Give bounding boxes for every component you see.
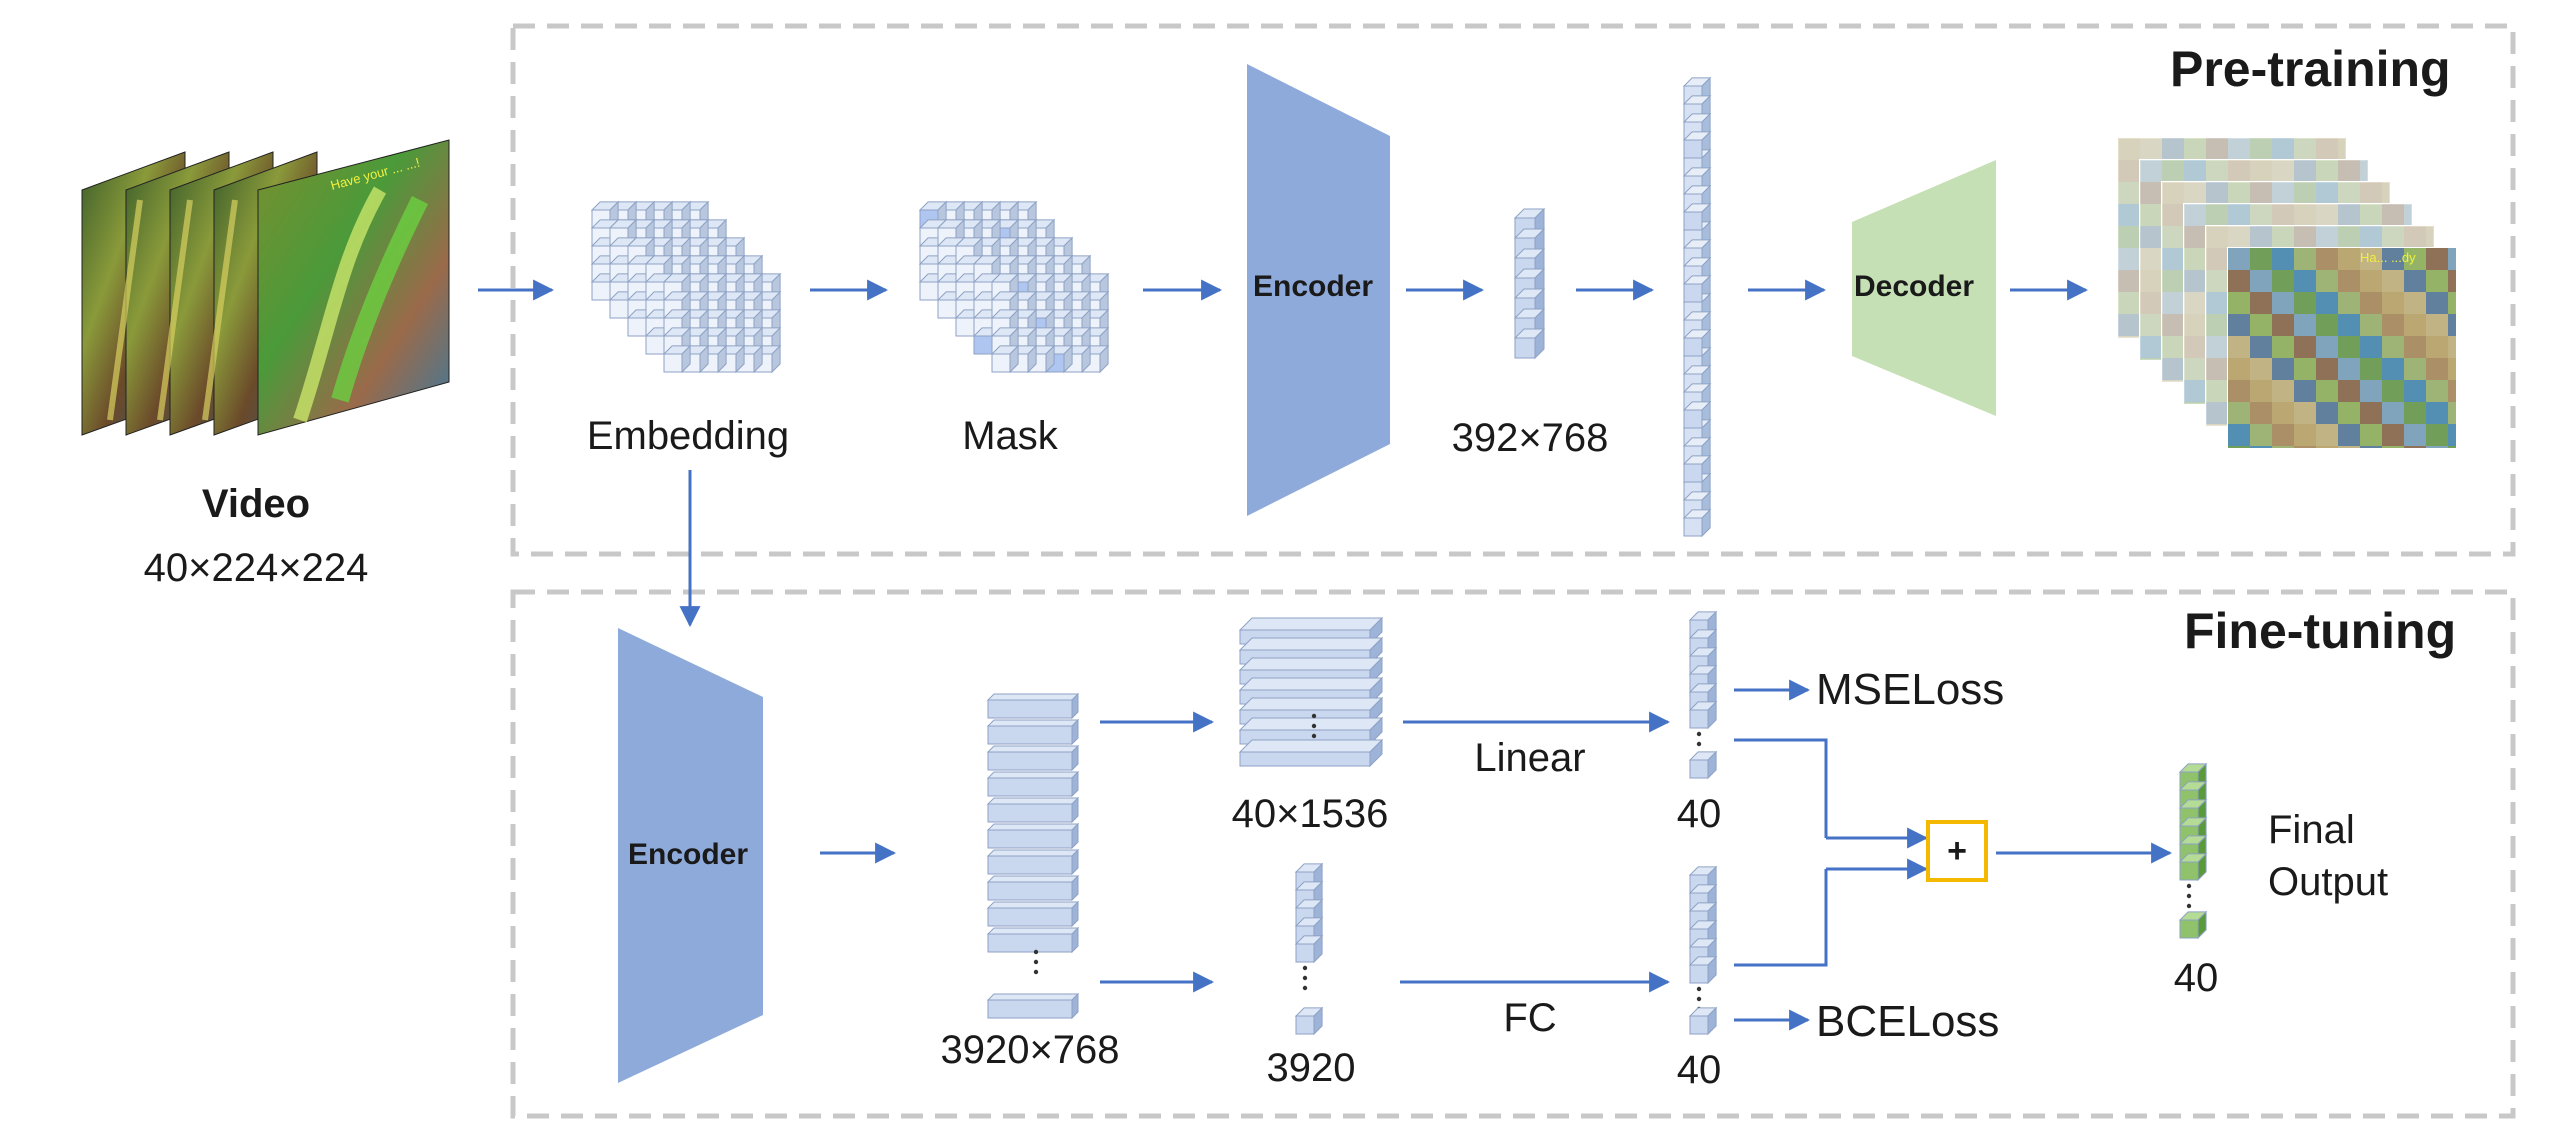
bceloss-label: BCELoss xyxy=(1816,997,2000,1046)
finetuning-encoder-shape xyxy=(618,628,763,1083)
linear-label: Linear xyxy=(1474,736,1586,780)
features-dims: 3920×768 xyxy=(940,1028,1120,1072)
embedding-cubes xyxy=(590,200,782,374)
flat-column xyxy=(1294,862,1324,1036)
linear-output-column xyxy=(1688,610,1718,780)
embedding-label: Embedding xyxy=(586,414,790,458)
reshaped-dims: 40×1536 xyxy=(1231,792,1389,836)
decoder-shape xyxy=(1852,160,1996,416)
plus-box xyxy=(1926,820,1988,882)
features-bar-stack xyxy=(986,692,1080,1020)
finetuning-frame xyxy=(510,589,2516,1119)
full-token-column xyxy=(1682,76,1712,538)
pretraining-arrows xyxy=(478,279,2089,628)
mask-label: Mask xyxy=(962,414,1058,458)
token-dims: 392×768 xyxy=(1451,416,1609,460)
flat-dims: 3920 xyxy=(1266,1046,1356,1090)
mseloss-label: MSELoss xyxy=(1816,665,2005,714)
svg-text:Ha... ...dy: Ha... ...dy xyxy=(2360,250,2416,265)
pretraining-title: Pre-training xyxy=(2170,41,2451,97)
finetuning-title: Fine-tuning xyxy=(2184,603,2457,659)
fc-output-column xyxy=(1688,865,1718,1036)
final-output-label-line2: Output xyxy=(2268,860,2389,904)
merge-lines xyxy=(1734,738,1828,967)
finetuning-arrows xyxy=(820,679,2173,1031)
visible-token-column xyxy=(1513,207,1546,360)
video-title: Video xyxy=(201,482,311,526)
plus-symbol: + xyxy=(1947,832,1967,870)
fc-label: FC xyxy=(1503,996,1557,1040)
final-output-label-line1: Final xyxy=(2268,808,2355,852)
video-dims: 40×224×224 xyxy=(143,546,369,590)
reshape-bar-stack xyxy=(1238,616,1384,768)
fc-output-dims: 40 xyxy=(1676,1048,1722,1092)
final-output-dims: 40 xyxy=(2173,956,2219,1000)
reconstruction-frames: Ha... ...dy xyxy=(2117,137,2457,449)
final-output-column xyxy=(2178,762,2208,940)
finetuning-encoder-label: Encoder xyxy=(627,838,749,871)
linear-output-dims: 40 xyxy=(1676,792,1722,836)
decoder-label: Decoder xyxy=(1853,270,1975,303)
video-frames xyxy=(81,139,450,436)
mask-cubes xyxy=(918,200,1110,374)
pretraining-frame xyxy=(510,23,2516,557)
pretraining-encoder-shape xyxy=(1247,64,1390,516)
pretraining-encoder-label: Encoder xyxy=(1252,270,1374,303)
